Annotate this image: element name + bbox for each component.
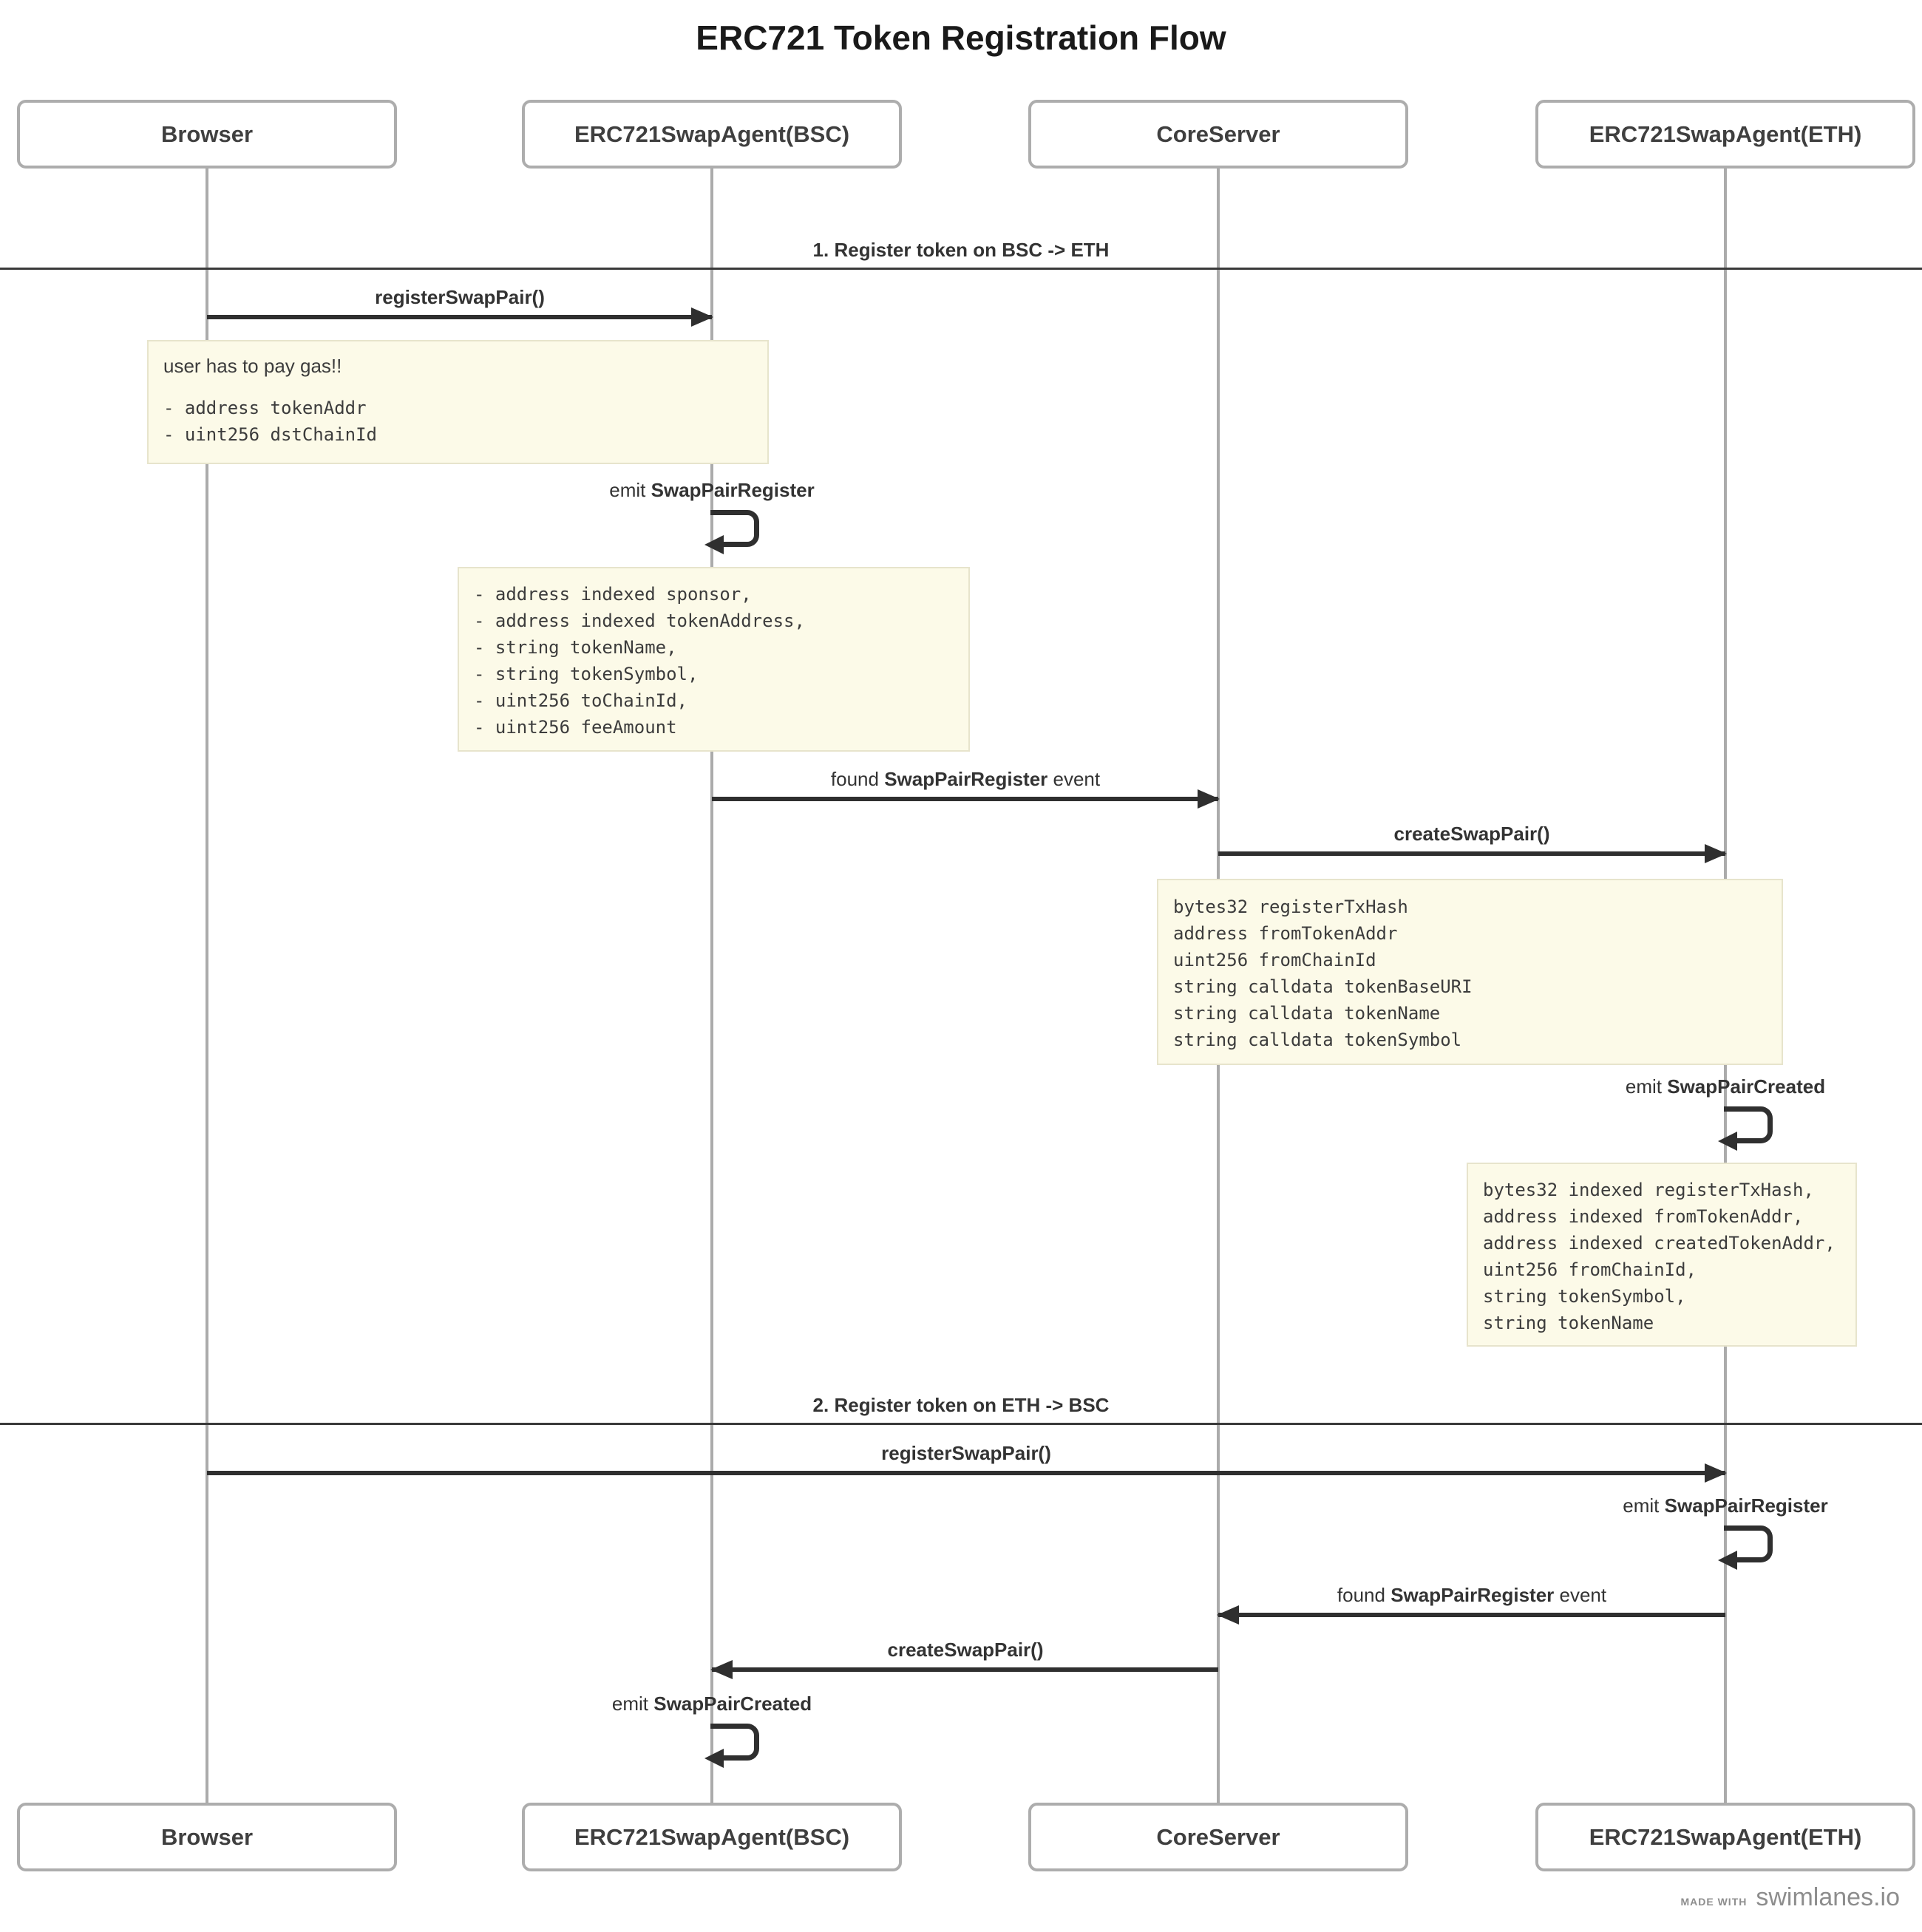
lifeline-browser <box>206 169 208 1803</box>
actor-label: ERC721SwapAgent(ETH) <box>1589 120 1862 147</box>
note-swap-pair-created-params: bytes32 indexed registerTxHash, address … <box>1467 1163 1857 1347</box>
note-code-line: - uint256 toChainId, <box>474 690 687 711</box>
note-code-line: - address tokenAddr <box>163 398 367 418</box>
message-line-create-swap-pair-1 <box>1218 851 1725 856</box>
note-code-line: - address indexed tokenAddress, <box>474 610 805 631</box>
note-code-line: bytes32 indexed registerTxHash, <box>1483 1180 1814 1200</box>
note-code-line: string tokenSymbol, <box>1483 1286 1686 1307</box>
lifeline-bsc-agent <box>710 169 713 1803</box>
message-label-found-event-2: found SwapPairRegister event <box>1337 1584 1607 1606</box>
arrowhead-right-icon <box>691 307 713 327</box>
actor-label: ERC721SwapAgent(ETH) <box>1589 1823 1862 1850</box>
arrowhead-right-icon <box>1198 789 1220 809</box>
note-code-line: - uint256 feeAmount <box>474 717 677 738</box>
message-line-create-swap-pair-2 <box>712 1667 1218 1672</box>
note-code-line: string tokenName <box>1483 1313 1654 1333</box>
note-code-line: string calldata tokenSymbol <box>1173 1030 1462 1050</box>
note-create-swap-pair-params: bytes32 registerTxHash address fromToken… <box>1157 879 1783 1065</box>
note-code-line: - address indexed sponsor, <box>474 584 752 605</box>
self-message-label-emit-swap-pair-created-bsc: emit SwapPairCreated <box>611 1693 812 1715</box>
section-divider-1 <box>0 268 1922 270</box>
arrowhead-left-icon <box>1718 1551 1737 1570</box>
note-code-line: uint256 fromChainId <box>1173 950 1376 970</box>
arrowhead-left-icon <box>710 1660 733 1679</box>
actor-label: Browser <box>160 1823 254 1850</box>
actor-label: CoreServer <box>1156 1823 1280 1850</box>
note-code-line: - uint256 dstChainId <box>163 424 377 445</box>
actor-box-browser-bottom: Browser <box>17 1803 397 1871</box>
arrowhead-left-icon <box>704 535 724 554</box>
actor-label: ERC721SwapAgent(BSC) <box>574 120 850 147</box>
swimlanes-brand-link[interactable]: swimlanes.io <box>1756 1883 1900 1911</box>
note-code-line: string calldata tokenBaseURI <box>1173 976 1473 997</box>
arrowhead-right-icon <box>1705 844 1727 863</box>
self-loop-eth-register <box>1724 1525 1773 1562</box>
actor-label: CoreServer <box>1156 120 1280 147</box>
message-line-found-event-2 <box>1218 1613 1725 1617</box>
note-swap-pair-register-params: - address indexed sponsor, - address ind… <box>458 567 970 752</box>
actor-box-browser-top: Browser <box>17 100 397 169</box>
actor-box-bsc-agent-top: ERC721SwapAgent(BSC) <box>522 100 902 169</box>
note-user-gas: user has to pay gas!! - address tokenAdd… <box>147 340 769 464</box>
actor-box-bsc-agent-bottom: ERC721SwapAgent(BSC) <box>522 1803 902 1871</box>
arrowhead-left-icon <box>1718 1132 1737 1151</box>
actor-box-eth-agent-top: ERC721SwapAgent(ETH) <box>1535 100 1915 169</box>
note-code-line: address indexed createdTokenAddr, <box>1483 1233 1836 1254</box>
message-label-register-swap-pair-2: registerSwapPair() <box>881 1442 1051 1464</box>
self-loop-bsc-register <box>710 510 759 547</box>
note-code-line: bytes32 registerTxHash <box>1173 897 1408 917</box>
message-line-register-swap-pair-2 <box>207 1471 1725 1475</box>
note-code-line: address fromTokenAddr <box>1173 923 1398 944</box>
message-line-register-swap-pair-1 <box>207 315 712 319</box>
message-label-create-swap-pair-1: createSwapPair() <box>1393 823 1550 845</box>
arrowhead-left-icon <box>704 1749 724 1768</box>
actor-label: Browser <box>160 120 254 147</box>
arrowhead-right-icon <box>1705 1463 1727 1483</box>
message-line-found-event-1 <box>712 797 1218 801</box>
self-message-label-emit-swap-pair-register-eth: emit SwapPairRegister <box>1623 1494 1828 1517</box>
section-divider-2 <box>0 1423 1922 1425</box>
self-loop-eth-created <box>1724 1106 1773 1143</box>
message-label-create-swap-pair-2: createSwapPair() <box>887 1639 1044 1661</box>
note-code-line: uint256 fromChainId, <box>1483 1259 1697 1280</box>
page-title: ERC721 Token Registration Flow <box>696 18 1226 57</box>
note-code-line: - string tokenSymbol, <box>474 664 699 684</box>
section-label-1: 1. Register token on BSC -> ETH <box>812 239 1110 261</box>
footer: MADE WITH swimlanes.io <box>1680 1883 1900 1912</box>
actor-box-eth-agent-bottom: ERC721SwapAgent(ETH) <box>1535 1803 1915 1871</box>
self-message-label-emit-swap-pair-register-bsc: emit SwapPairRegister <box>609 479 815 501</box>
actor-box-core-server-top: CoreServer <box>1028 100 1408 169</box>
message-label-found-event-1: found SwapPairRegister event <box>830 768 1101 790</box>
section-label-2: 2. Register token on ETH -> BSC <box>812 1394 1110 1416</box>
note-code-line: address indexed fromTokenAddr, <box>1483 1206 1804 1227</box>
made-with-label: MADE WITH <box>1680 1896 1748 1908</box>
self-message-label-emit-swap-pair-created-eth: emit SwapPairCreated <box>1625 1075 1826 1098</box>
actor-label: ERC721SwapAgent(BSC) <box>574 1823 850 1850</box>
self-loop-bsc-created <box>710 1724 759 1761</box>
note-text: user has to pay gas!! <box>163 355 342 377</box>
actor-box-core-server-bottom: CoreServer <box>1028 1803 1408 1871</box>
note-code-line: - string tokenName, <box>474 637 677 658</box>
arrowhead-left-icon <box>1217 1605 1239 1625</box>
message-label-register-swap-pair-1: registerSwapPair() <box>375 286 545 308</box>
note-code-line: string calldata tokenName <box>1173 1003 1441 1024</box>
